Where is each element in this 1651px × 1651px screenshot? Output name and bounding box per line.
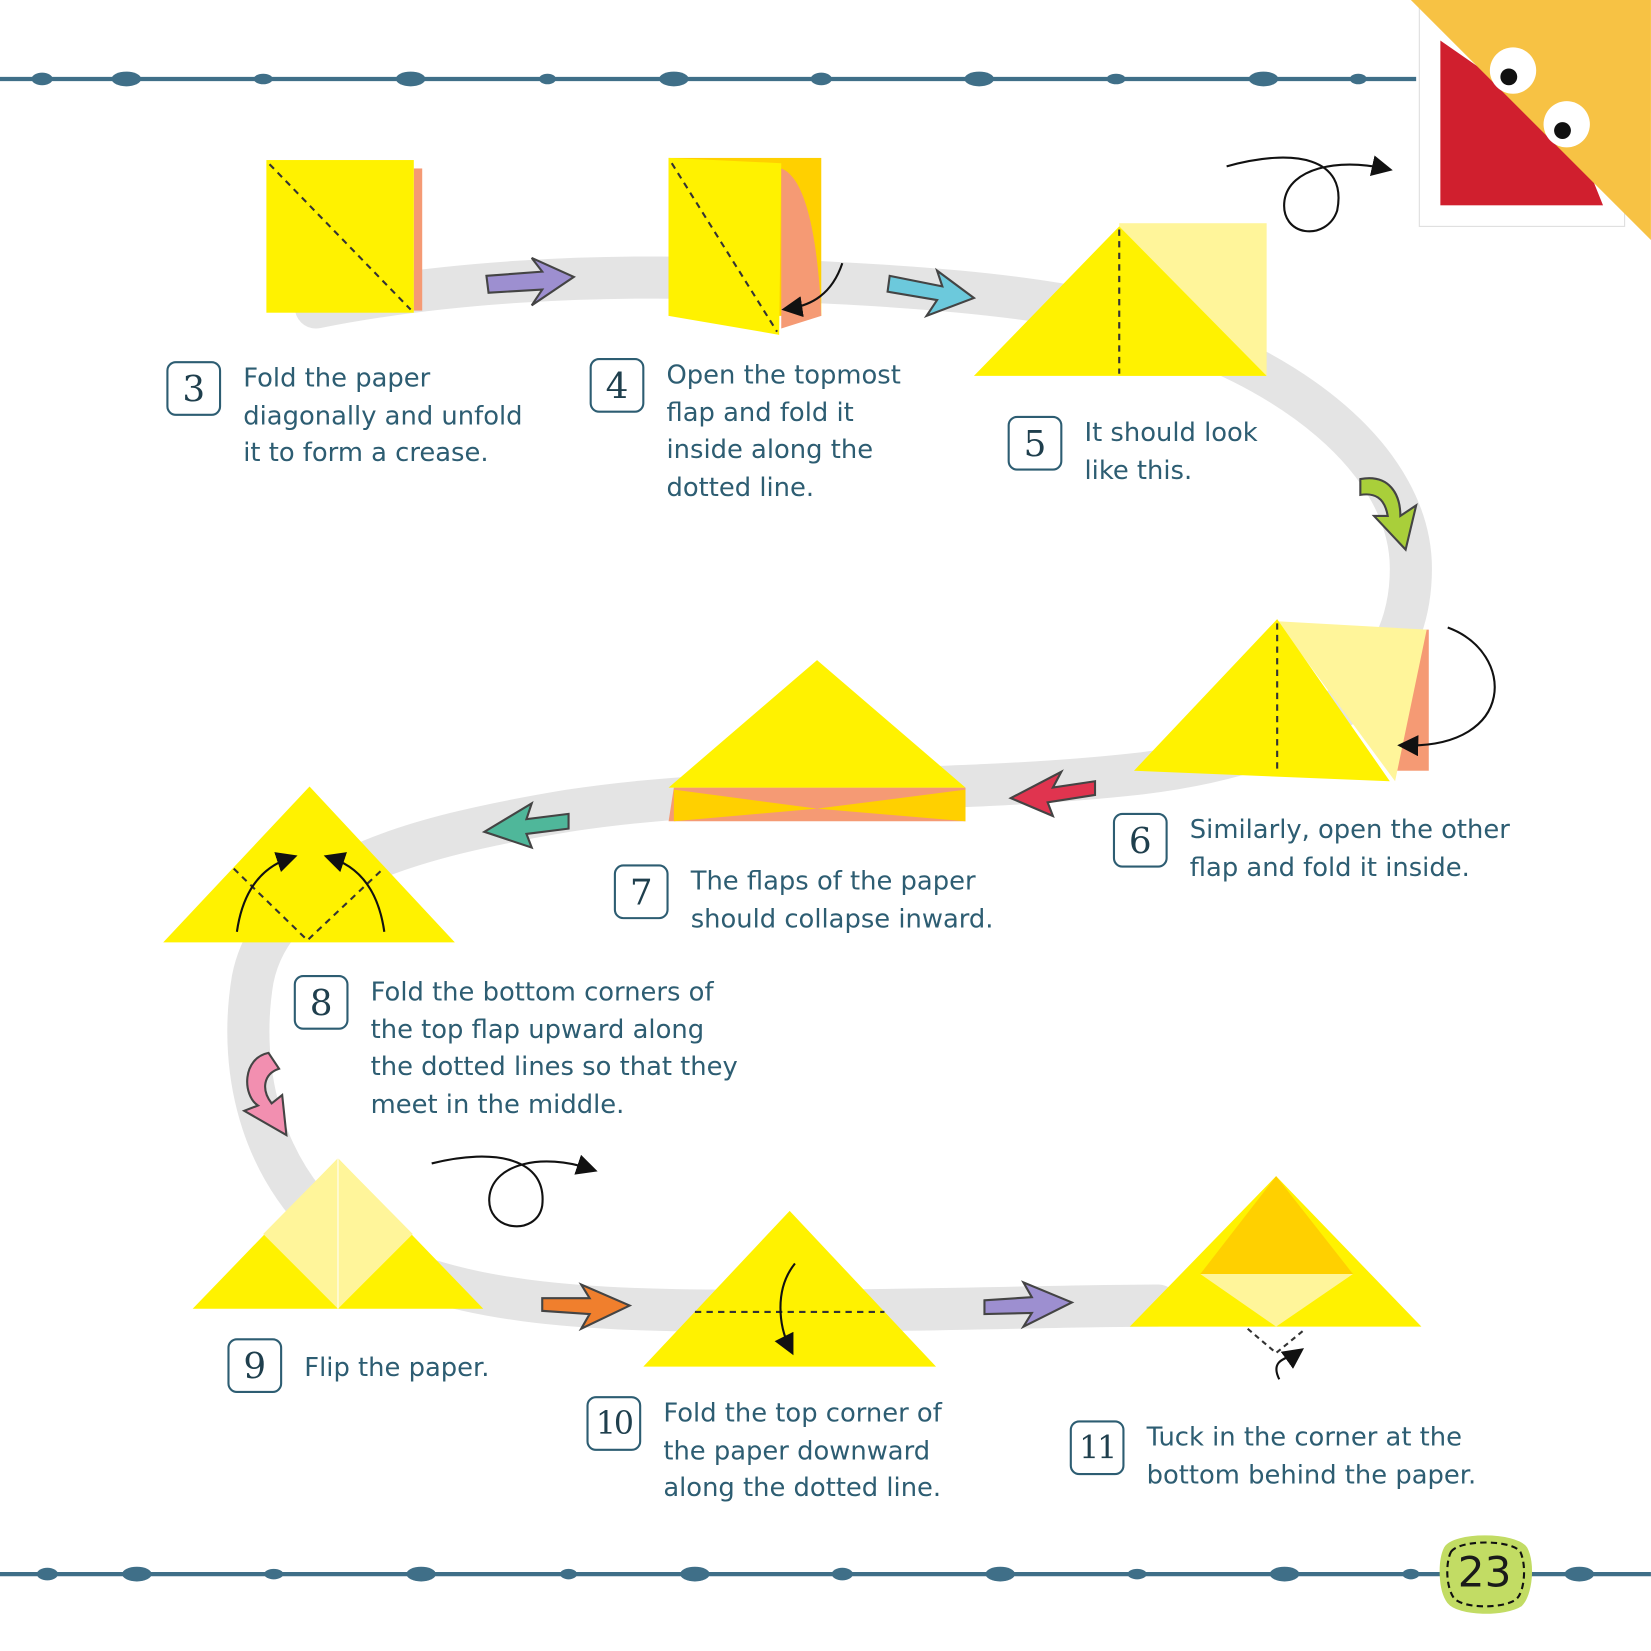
step-9-flipped-paper: [192, 1158, 484, 1309]
page-number: 23: [1457, 1548, 1512, 1598]
step-text-line: Flip the paper.: [304, 1351, 490, 1383]
step-text-line: it to form a crease.: [243, 436, 489, 468]
step-text-line: meet in the middle.: [370, 1088, 625, 1119]
step-10-triangle-paper: [643, 1210, 937, 1367]
step-text-line: along the dotted line.: [663, 1471, 942, 1503]
teal-arrow-icon: [481, 800, 570, 850]
step-text-line: the top flap upward along: [370, 1013, 705, 1044]
pink-arrow-icon: [241, 1051, 288, 1137]
step-text: Fold the top corner of the paper downward…: [663, 1394, 941, 1506]
step-text: It should look like this.: [1084, 414, 1257, 489]
step-text-line: the paper downward: [663, 1434, 931, 1466]
step-text: The flaps of the paper should collapse in…: [691, 862, 994, 937]
step-number-box: 7: [613, 864, 669, 920]
step-number-box: 9: [227, 1338, 283, 1393]
step-text-line: flap and fold it: [666, 396, 854, 427]
step-text-line: Similarly, open the other: [1189, 813, 1510, 845]
step-text-line: Open the topmost: [666, 359, 901, 390]
badge-dashed-border: [1446, 1541, 1526, 1608]
step-number-box: 10: [586, 1396, 642, 1451]
step-text: Flip the paper.: [304, 1349, 489, 1386]
step-11-finished-paper: [1129, 1176, 1422, 1380]
step-number-box: 4: [589, 357, 645, 413]
step-text-line: dotted line.: [666, 471, 815, 502]
step-7-collapsed-paper: [668, 660, 966, 822]
step-text-line: Fold the bottom corners of: [370, 976, 714, 1007]
step-text-line: bottom behind the paper.: [1146, 1458, 1477, 1490]
step-8-triangle-paper: [163, 786, 455, 943]
step-text-line: The flaps of the paper: [690, 865, 976, 897]
step-number-box: 6: [1112, 812, 1168, 868]
flip-loop-arrow-icon: [431, 1154, 598, 1228]
step-text-line: should collapse inward.: [690, 902, 994, 934]
bottom-rope-divider: [0, 1566, 1651, 1582]
purple-arrow-icon: [485, 257, 576, 307]
step-text-line: flap and fold it inside.: [1189, 851, 1470, 882]
step-text-line: the dotted lines so that they: [370, 1050, 738, 1082]
step-text: Similarly, open the other flap and fold i…: [1190, 811, 1510, 886]
step-4-folded-paper: [668, 157, 844, 335]
step-text-line: inside along the: [666, 433, 874, 465]
red-arrow-icon: [1008, 769, 1097, 818]
step-text: Tuck in the corner at the bottom behind t…: [1147, 1418, 1477, 1493]
step-text-line: like this.: [1084, 454, 1193, 485]
step-5-triangle-paper: [973, 223, 1267, 376]
step-text-line: It should look: [1084, 416, 1258, 448]
colored-direction-arrows: [241, 257, 1418, 1332]
step-text-line: Tuck in the corner at the: [1146, 1421, 1462, 1452]
top-rope-divider: [0, 71, 1417, 87]
step-number-box: 11: [1069, 1420, 1125, 1476]
green-arrow-icon: [1359, 477, 1418, 552]
step-number-box: 8: [293, 974, 349, 1030]
step-3-square-paper: [266, 160, 423, 313]
step-text: Open the topmost flap and fold it inside a…: [666, 356, 900, 506]
step-number-box: 3: [166, 361, 222, 416]
step-text-line: Fold the top corner of: [663, 1397, 942, 1428]
orange-arrow-icon: [541, 1282, 633, 1332]
step-text: Fold the bottom corners of the top flap u…: [371, 973, 738, 1123]
step-text: Fold the paper diagonally and unfold it to…: [243, 359, 522, 471]
step-text-line: Fold the paper: [243, 362, 431, 393]
flip-loop-arrow-icon: [1226, 155, 1393, 233]
cyan-arrow-icon: [886, 267, 977, 319]
step-number-box: 5: [1007, 415, 1063, 471]
step-6-triangle-paper: [1133, 619, 1496, 782]
page-number-badge-shape: [1439, 1535, 1532, 1614]
step-text-line: diagonally and unfold: [243, 399, 523, 431]
monster-bookmark-corner: [1410, 0, 1651, 241]
purple-arrow-icon: [983, 1280, 1075, 1330]
